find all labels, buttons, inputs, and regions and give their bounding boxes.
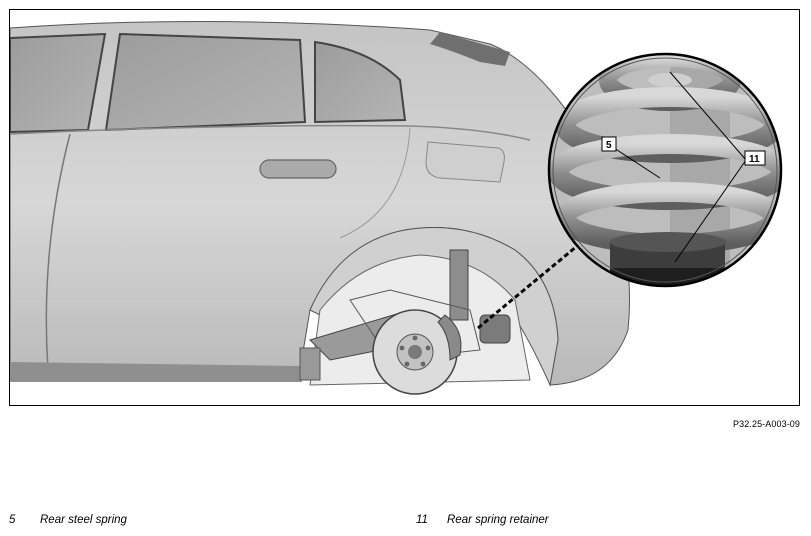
callout-11 [744, 150, 766, 166]
detail-leader-line [477, 240, 583, 330]
callout-5 [601, 136, 617, 152]
rear-spring-retainer [610, 232, 726, 276]
legend-number: 11 [416, 514, 428, 526]
legend-description: Rear spring retainer [447, 514, 549, 526]
figure-reference-id: P32.25-A003-09 [733, 419, 800, 429]
legend-number: 5 [9, 514, 16, 526]
technical-illustration: 5 11 [9, 9, 800, 406]
callout-11-label: 11 [749, 154, 760, 165]
car-rear-quarter [10, 20, 630, 395]
spring-detail-magnifier: 5 11 [547, 52, 783, 288]
legend-description: Rear steel spring [40, 514, 127, 526]
callout-5-label: 5 [606, 140, 612, 151]
